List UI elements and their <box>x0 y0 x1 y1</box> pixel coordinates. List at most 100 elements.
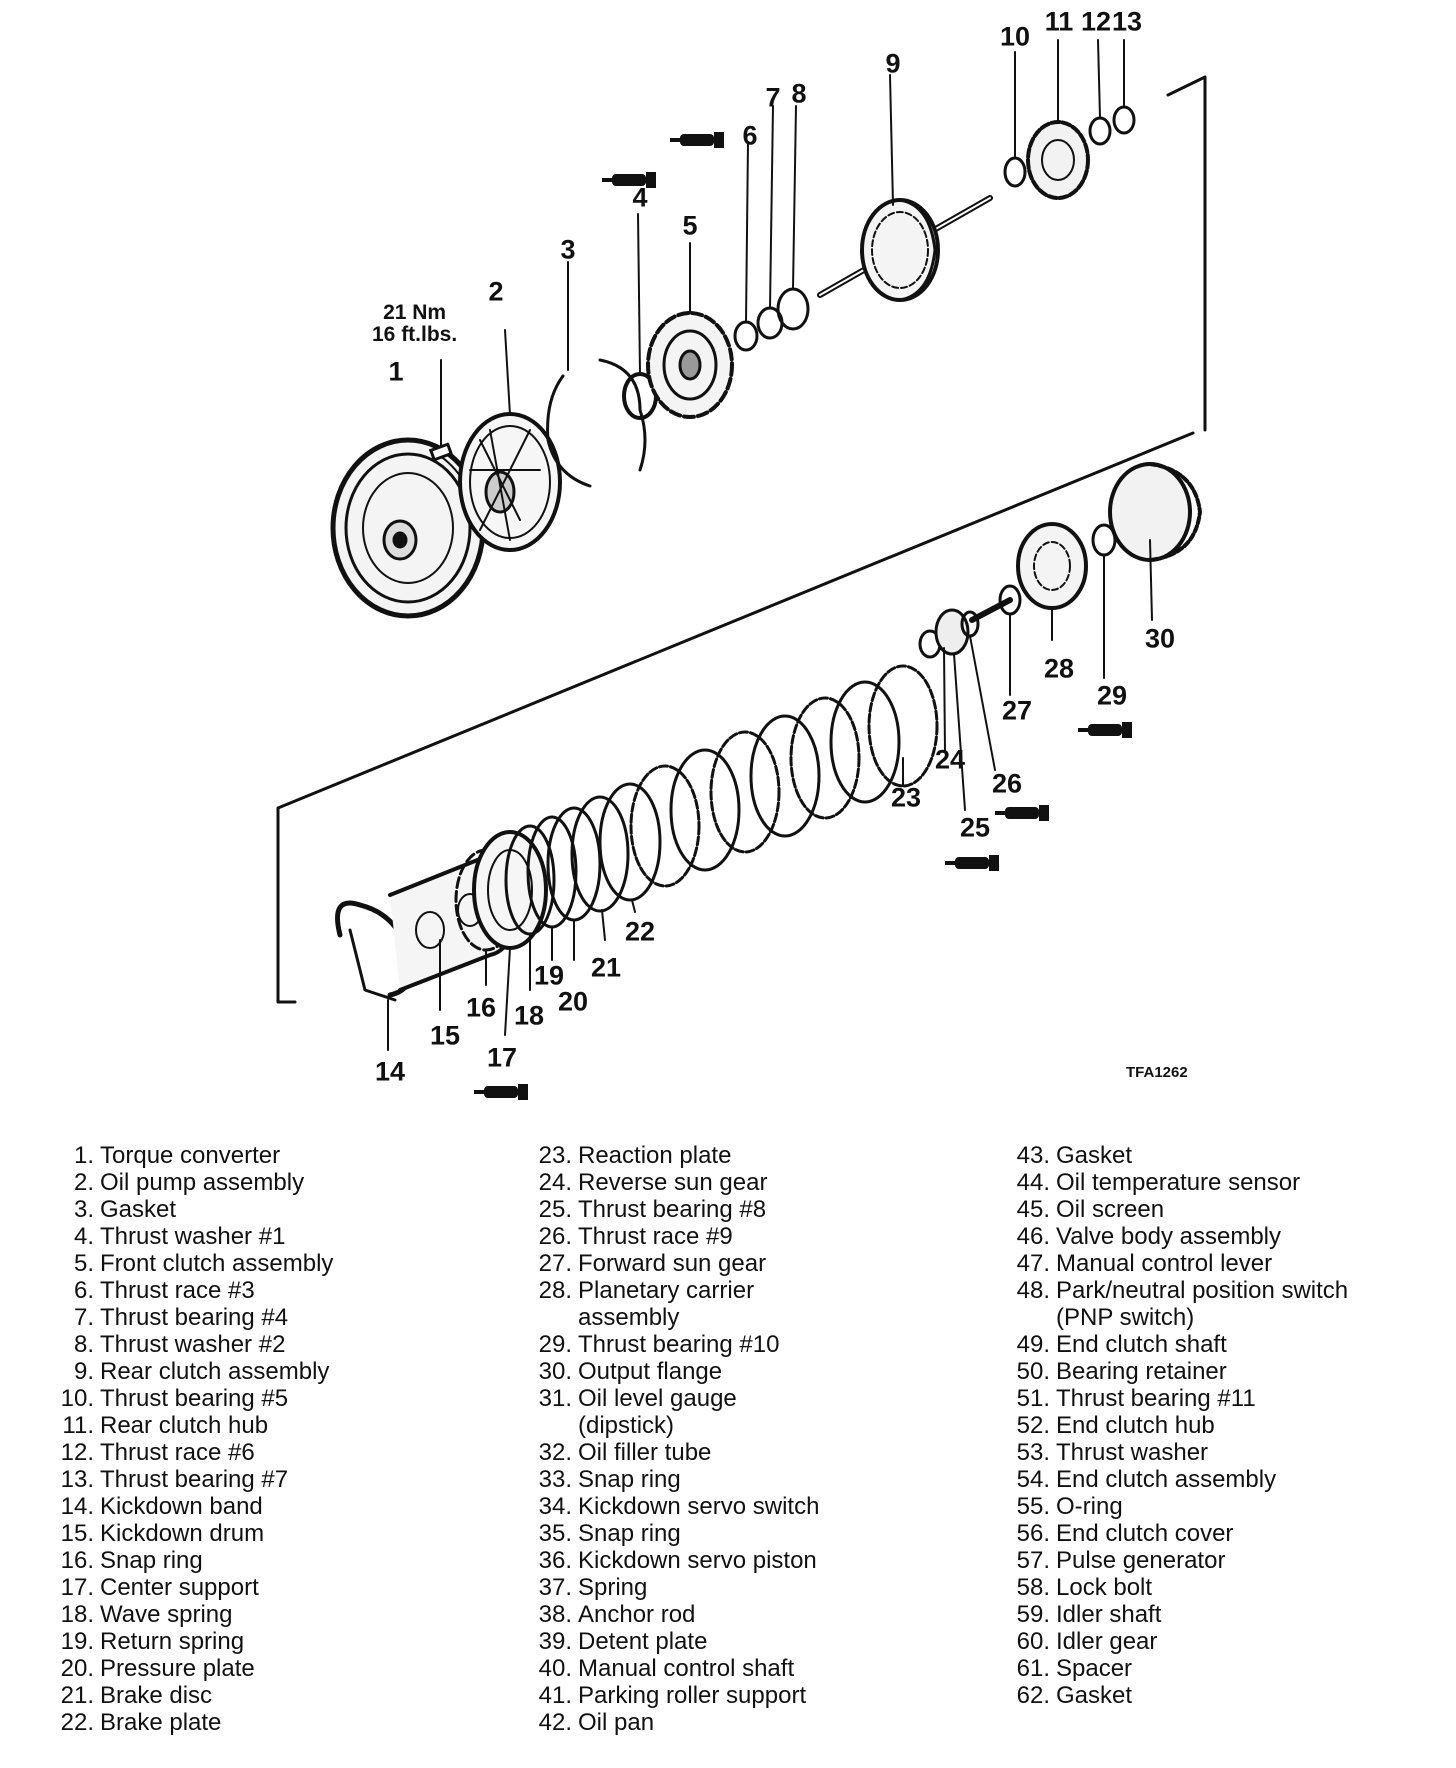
legend-number: 32. <box>538 1439 572 1466</box>
legend-item: 8.Thrust washer #2 <box>46 1331 333 1358</box>
legend-number: 47. <box>1016 1250 1050 1277</box>
legend-item: 57.Pulse generator <box>1002 1547 1348 1574</box>
legend-text: Thrust race #3 <box>100 1277 255 1304</box>
legend-number: 21. <box>60 1682 94 1709</box>
legend-item: 32.Oil filler tube <box>524 1439 819 1466</box>
legend-item: 13.Thrust bearing #7 <box>46 1466 333 1493</box>
rear-clutch-part <box>817 74 993 302</box>
legend-text: Center support <box>100 1574 259 1601</box>
callout-25: 25 <box>959 812 991 843</box>
legend-text: Reverse sun gear <box>578 1169 768 1196</box>
callout-12: 12 <box>1080 6 1112 37</box>
legend-text: Reaction plate <box>578 1142 732 1169</box>
legend-number: 34. <box>538 1493 572 1520</box>
legend-number: 2. <box>73 1169 94 1196</box>
legend-text: Bearing retainer <box>1056 1358 1227 1385</box>
callout-14: 14 <box>374 1056 406 1087</box>
legend-item: 52.End clutch hub <box>1002 1412 1348 1439</box>
legend-text: Snap ring <box>578 1466 681 1493</box>
legend-text: Thrust bearing #11 <box>1056 1385 1256 1412</box>
legend-number: 13. <box>60 1466 94 1493</box>
legend-item: 62.Gasket <box>1002 1682 1348 1709</box>
legend-text: Oil screen <box>1056 1196 1165 1223</box>
legend-item: 6.Thrust race #3 <box>46 1277 333 1304</box>
torque-bolt-part <box>429 359 453 462</box>
legend-item: 22.Brake plate <box>46 1709 333 1736</box>
legend-number: 62. <box>1016 1682 1050 1709</box>
legend-item: 54.End clutch assembly <box>1002 1466 1348 1493</box>
callout-7: 7 <box>765 82 781 113</box>
callout-24: 24 <box>934 744 966 775</box>
legend-item: 3.Gasket <box>46 1196 333 1223</box>
legend-number: 5. <box>73 1250 94 1277</box>
legend-item: 42.Oil pan <box>524 1709 819 1736</box>
legend-item: 40.Manual control shaft <box>524 1655 819 1682</box>
legend-number: 33. <box>538 1466 572 1493</box>
planetary-carrier-part <box>1016 522 1088 641</box>
callout-4: 4 <box>632 182 648 213</box>
legend-text: End clutch shaft <box>1056 1331 1227 1358</box>
legend-text: Forward sun gear <box>578 1250 767 1277</box>
legend-text: Pulse generator <box>1056 1547 1226 1574</box>
legend-item: 45.Oil screen <box>1002 1196 1348 1223</box>
legend-item: 50.Bearing retainer <box>1002 1358 1348 1385</box>
legend-number: 49. <box>1016 1331 1050 1358</box>
legend-number: 35. <box>538 1520 572 1547</box>
clutch-pack-part <box>504 782 662 991</box>
torque-spec: 21 Nm 16 ft.lbs. <box>372 301 457 346</box>
legend-number: 48. <box>1016 1277 1050 1304</box>
legend-text: Idler gear <box>1056 1628 1158 1655</box>
legend-item: 4.Thrust washer #1 <box>46 1223 333 1250</box>
legend-text: Lock bolt <box>1056 1574 1153 1601</box>
legend-item: 38.Anchor rod <box>524 1601 819 1628</box>
legend-item: 19.Return spring <box>46 1628 333 1655</box>
legend-item: 9.Rear clutch assembly <box>46 1358 333 1385</box>
callout-30: 30 <box>1144 623 1176 654</box>
legend-item: 11.Rear clutch hub <box>46 1412 333 1439</box>
callout-22: 22 <box>624 916 656 947</box>
legend-item-continuation: assembly <box>578 1304 680 1331</box>
callout-9: 9 <box>885 48 901 79</box>
legend-item: 23.Reaction plate <box>524 1142 819 1169</box>
legend-number: 8. <box>73 1331 94 1358</box>
legend-text: Spacer <box>1056 1655 1133 1682</box>
legend-number: 57. <box>1016 1547 1050 1574</box>
rear-hub-part <box>1003 39 1136 200</box>
legend-text: Kickdown drum <box>100 1520 265 1547</box>
legend-item: 17.Center support <box>46 1574 333 1601</box>
legend-item-continuation: (dipstick) <box>578 1412 675 1439</box>
legend-item: 7.Thrust bearing #4 <box>46 1304 333 1331</box>
output-flange-part <box>1108 462 1202 621</box>
callout-18: 18 <box>513 1000 545 1031</box>
legend-number: 30. <box>538 1358 572 1385</box>
exploded-view-drawing <box>276 39 1207 1100</box>
legend-item: 61.Spacer <box>1002 1655 1348 1682</box>
legend-number: 51. <box>1016 1385 1050 1412</box>
legend-number: 41. <box>538 1682 572 1709</box>
legend-item: 55.O-ring <box>1002 1493 1348 1520</box>
legend-item: 31.Oil level gauge <box>524 1385 819 1412</box>
callout-16: 16 <box>465 992 497 1023</box>
legend-item: 33.Snap ring <box>524 1466 819 1493</box>
legend-item: 60.Idler gear <box>1002 1628 1348 1655</box>
legend-number: 28. <box>538 1277 572 1304</box>
legend-text: O-ring <box>1056 1493 1123 1520</box>
legend-number: 29. <box>538 1331 572 1358</box>
thrust-bearing-part <box>1091 523 1117 679</box>
legend-number: 43. <box>1016 1142 1050 1169</box>
legend-text: Detent plate <box>578 1628 708 1655</box>
diagram-id: TFA1262 <box>1126 1064 1188 1081</box>
legend-item: 39.Detent plate <box>524 1628 819 1655</box>
legend-item-continuation: (PNP switch) <box>1056 1304 1195 1331</box>
legend-number: 38. <box>538 1601 572 1628</box>
legend-text: Thrust bearing #5 <box>100 1385 289 1412</box>
legend-item: 35.Snap ring <box>524 1520 819 1547</box>
legend-text: Parking roller support <box>578 1682 807 1709</box>
legend-number: 6. <box>73 1277 94 1304</box>
legend-text: Thrust washer #2 <box>100 1331 286 1358</box>
legend-number: 31. <box>538 1385 572 1412</box>
legend-item: 43.Gasket <box>1002 1142 1348 1169</box>
legend-item: 44.Oil temperature sensor <box>1002 1169 1348 1196</box>
legend-number: 27. <box>538 1250 572 1277</box>
callout-27: 27 <box>1001 695 1033 726</box>
